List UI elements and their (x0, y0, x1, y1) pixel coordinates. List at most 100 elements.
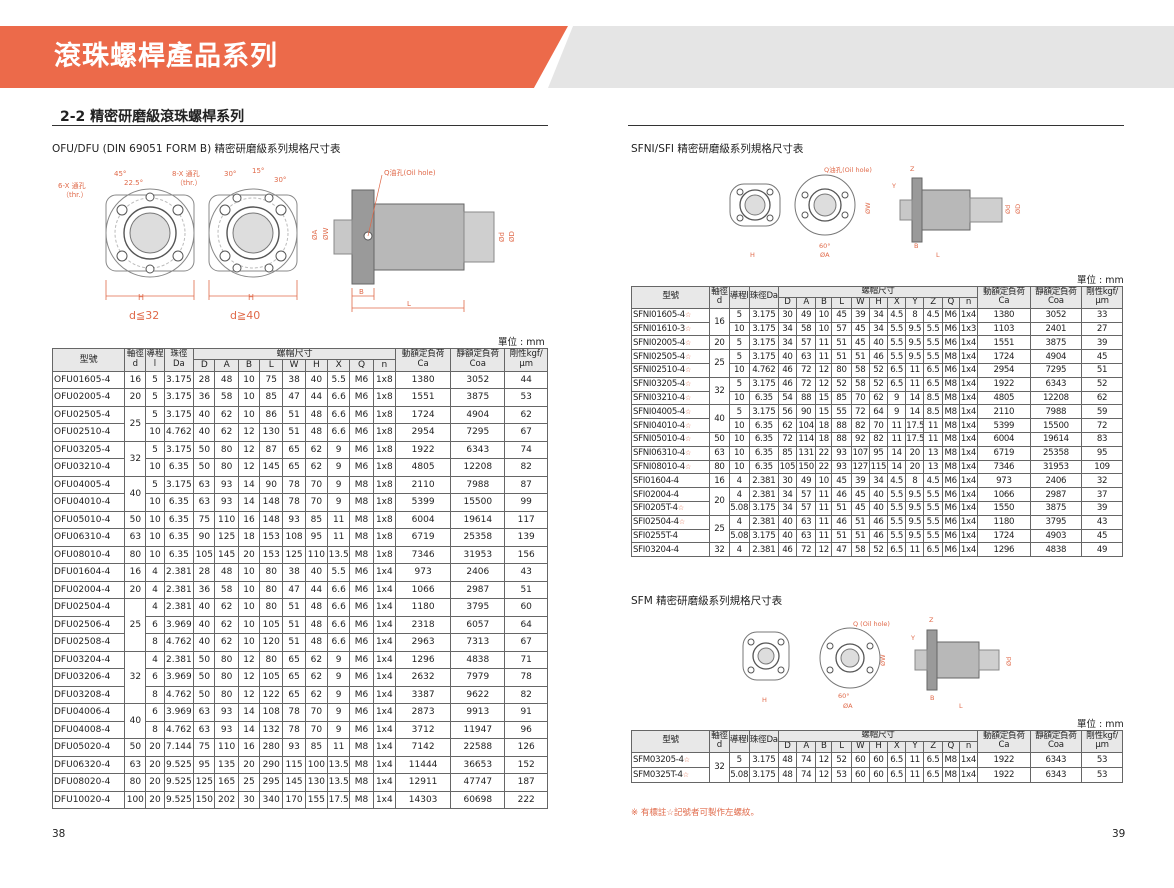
ofu-cell: 40 (193, 633, 216, 652)
sfni-cell: 45 (831, 307, 852, 323)
left-thread-star-icon: ☆ (684, 380, 691, 389)
sfm-cell: 6343 (1029, 751, 1083, 768)
sfni-cell: 2.381 (748, 514, 779, 530)
sfni-cell: 2987 (1029, 487, 1083, 502)
sfni-cell: 46 (868, 528, 889, 544)
ofu-cell: 67 (504, 633, 548, 652)
sfni-cell: 58 (850, 376, 870, 392)
ofu-cell: 10 (145, 458, 165, 477)
ofu-cell: 13.5 (327, 755, 351, 775)
sfni-cell: 131 (795, 445, 817, 461)
sfni-cell: 4.5 (887, 473, 907, 489)
ofu-cell: 1x8 (372, 528, 397, 547)
caption-d-large: d≧40 (230, 309, 261, 322)
sfni-cell: 2110 (977, 404, 1031, 420)
sfni-cell: 40 (777, 528, 797, 544)
ofu-cell: 93 (282, 510, 306, 530)
ofu-cell: 5 (145, 440, 165, 460)
ofu-cell: 47747 (450, 773, 506, 792)
sfni-sfi-spec-table: 型號 軸徑d 導程l 珠徑Da 螺帽尺寸 動額定負荷 Ca 靜額定負荷 Coa … (630, 286, 1123, 558)
sfm-col-b: B (815, 740, 833, 753)
ofu-cell: 155 (304, 790, 329, 810)
sfni-cell: 3.175 (748, 528, 779, 544)
ofu-cell: 6004 (394, 510, 452, 530)
ofu-cell: 50 (193, 668, 216, 687)
ofu-model-cell: DFU08020-4 (51, 773, 126, 792)
ofu-cell: 18 (237, 528, 261, 547)
sfni-cell: 11 (815, 487, 833, 502)
sfni-cell: 72 (795, 362, 817, 378)
ofu-cell: 973 (394, 563, 452, 582)
ofu-cell: 10 (145, 423, 165, 442)
svg-text:L: L (959, 702, 963, 710)
sfni-cell: 40 (709, 404, 730, 433)
ofu-cell: 58 (214, 580, 239, 600)
ofu-cell: 152 (504, 755, 548, 775)
ofu-cell: 3712 (394, 720, 452, 740)
sfni-cell: 15 (815, 404, 833, 420)
sfni-cell: 40 (868, 500, 889, 516)
ofu-cell: 95 (193, 755, 216, 775)
ofu-cell: 80 (214, 650, 239, 670)
sfni-cell: 11 (815, 349, 833, 364)
ofu-cell: 9 (327, 703, 351, 722)
ofu-cell: 20 (124, 388, 147, 407)
sfni-cell: 51 (850, 349, 870, 364)
sfni-cell: 54 (777, 390, 797, 406)
sfm-cell: M8 (941, 751, 960, 768)
ofu-cell: 165 (214, 773, 239, 792)
sfm-model-cell: SFM0325T-4☆ (630, 766, 711, 783)
ofu-cell: 3.969 (163, 668, 195, 687)
sfni-cell: 1x3 (958, 321, 979, 337)
sfni-cell: 8 (905, 473, 925, 489)
sfni-cell: 16 (709, 307, 730, 337)
sfm-cell: 1922 (977, 751, 1031, 768)
sfni-cell: 72 (795, 542, 817, 558)
sfni-cell: 92 (850, 431, 870, 447)
sfni-cell: 13 (923, 445, 943, 461)
sfni-header-rigidity: 剛性kgf/μm (1081, 286, 1123, 309)
ofu-cell: 5.5 (327, 563, 351, 582)
header-rigidity: 剛性kgf/μm (504, 348, 548, 372)
sfni-cell: 6004 (977, 431, 1031, 447)
sfm-cell: 74 (795, 751, 817, 768)
sfni-cell: 11 (905, 376, 925, 392)
sfni-cell: 3.175 (748, 404, 779, 420)
ofu-cell: 48 (304, 598, 329, 617)
sfni-cell: 30 (777, 473, 797, 489)
sfm-col-x: X (887, 740, 907, 753)
ofu-cell: 153 (259, 528, 284, 547)
sfni-model-cell: SFNI01610-3☆ (630, 321, 711, 337)
svg-text:H: H (248, 293, 254, 302)
sfni-cell: 46 (777, 362, 797, 378)
ofu-cell: 125 (282, 545, 306, 565)
sfm-cell: 32 (709, 751, 730, 783)
ofu-cell: M6 (349, 685, 374, 705)
sfni-cell: 15 (815, 390, 833, 406)
sfni-cell: 63 (795, 349, 817, 364)
sfm-spec-table: 型號 軸徑d 導程l 珠徑Da 螺帽尺寸 動額定負荷 Ca 靜額定負荷 Coa … (630, 730, 1123, 783)
sfni-cell: 85 (831, 390, 852, 406)
ofu-cell: 14 (237, 720, 261, 740)
sfni-cell: 3.175 (748, 335, 779, 351)
left-thread-star-icon: ☆ (684, 462, 691, 471)
ofu-cell: 12 (237, 650, 261, 670)
sfni-cell: 1296 (977, 542, 1031, 558)
svg-text:30°: 30° (224, 170, 236, 178)
sfni-cell: 1724 (977, 528, 1031, 544)
sfni-cell: 43 (1081, 514, 1123, 530)
sfm-cell: 53 (1081, 766, 1123, 783)
ofu-cell: 10 (237, 615, 261, 635)
ofu-cell: 9.525 (163, 790, 195, 810)
sfni-cell: 7295 (1029, 362, 1083, 378)
ofu-cell: M8 (349, 528, 374, 547)
ofu-cell: 44 (304, 580, 329, 600)
sfni-cell: 10 (728, 445, 750, 461)
sfm-cell: 60 (868, 766, 889, 783)
